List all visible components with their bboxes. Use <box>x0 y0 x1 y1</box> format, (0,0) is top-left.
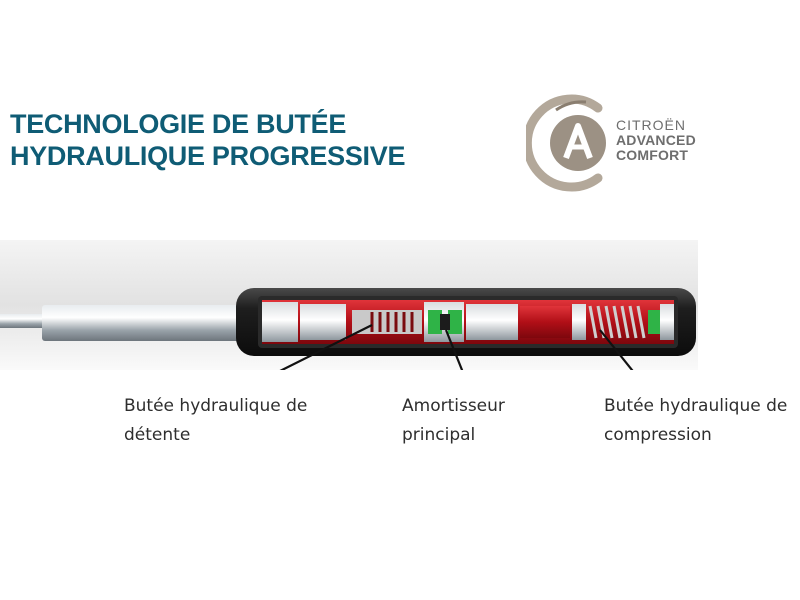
piston-rod <box>0 305 242 341</box>
label-main-line-1: Amortisseur <box>402 396 505 416</box>
label-compression-stop: Butée hydraulique de compression <box>604 392 787 450</box>
page-title: TECHNOLOGIE DE BUTÉE HYDRAULIQUE PROGRES… <box>10 108 405 172</box>
logo-line-comfort: COMFORT <box>616 147 689 163</box>
label-compression-line-2: compression <box>604 425 712 445</box>
label-main-line-2: principal <box>402 425 476 445</box>
label-rebound-stop: Butée hydraulique de détente <box>124 392 307 450</box>
logo-emblem-icon <box>522 94 606 192</box>
label-main-damper: Amortisseur principal <box>402 392 505 450</box>
label-rebound-line-1: Butée hydraulique de <box>124 396 308 416</box>
title-line-1: TECHNOLOGIE DE BUTÉE <box>10 109 347 139</box>
leader-compression <box>599 329 634 370</box>
compression-hydraulic-stop <box>572 304 674 340</box>
leader-rebound <box>279 324 373 370</box>
logo-line-advanced: ADVANCED <box>616 132 696 148</box>
logo-text: CITROËN ADVANCED COMFORT <box>616 118 696 163</box>
rebound-hydraulic-stop <box>352 310 422 334</box>
main-piston <box>424 302 464 342</box>
label-rebound-line-2: détente <box>124 425 191 445</box>
citroen-advanced-comfort-logo: CITROËN ADVANCED COMFORT <box>522 90 716 195</box>
label-compression-line-1: Butée hydraulique de <box>604 396 788 416</box>
leader-lines <box>279 324 634 370</box>
shock-absorber-cutaway <box>0 240 698 370</box>
leader-main <box>444 329 464 370</box>
logo-brand: CITROËN <box>616 117 686 133</box>
title-line-2: HYDRAULIQUE PROGRESSIVE <box>10 141 406 171</box>
shock-body <box>236 288 696 356</box>
